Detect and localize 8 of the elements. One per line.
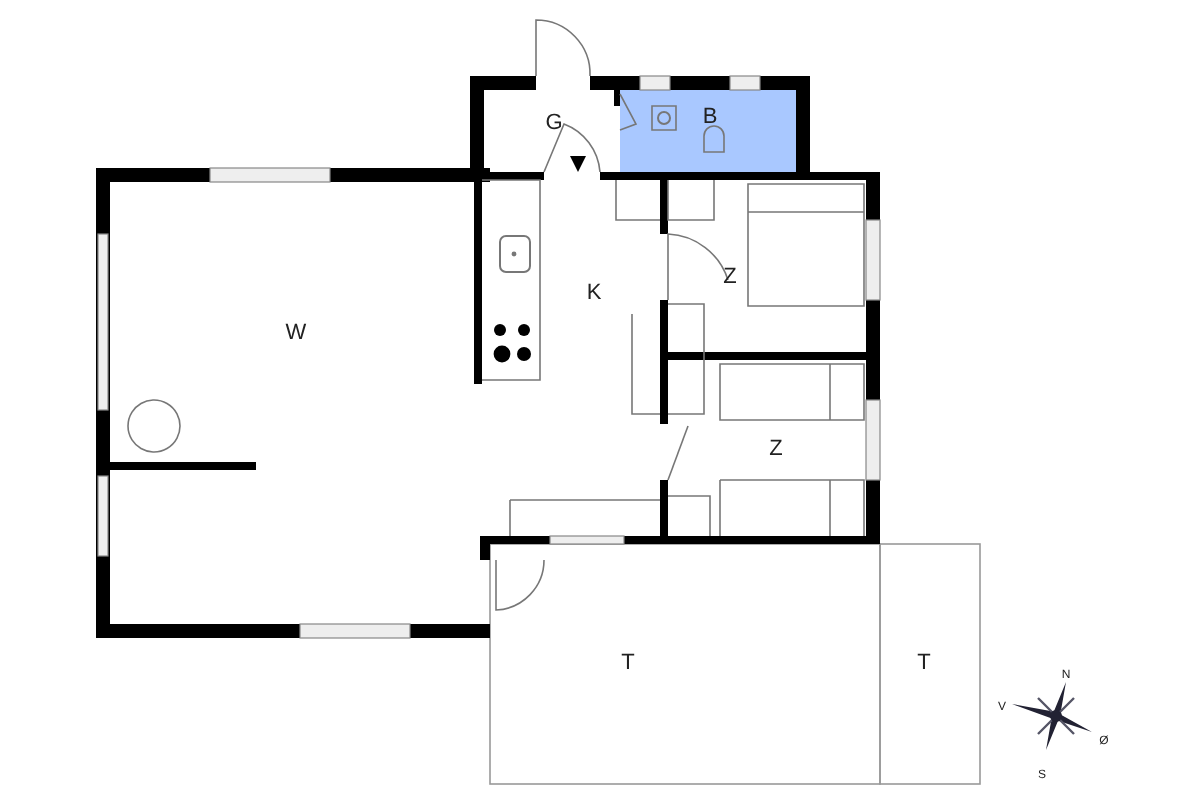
room-label: G bbox=[545, 113, 563, 135]
room-label: T bbox=[621, 653, 635, 675]
room-label: W bbox=[285, 323, 307, 345]
room-label: Z bbox=[769, 439, 783, 461]
room-label: T bbox=[917, 653, 931, 675]
room-label: K bbox=[586, 283, 602, 305]
room-label: B bbox=[702, 107, 718, 129]
room-label: Z bbox=[723, 267, 737, 289]
